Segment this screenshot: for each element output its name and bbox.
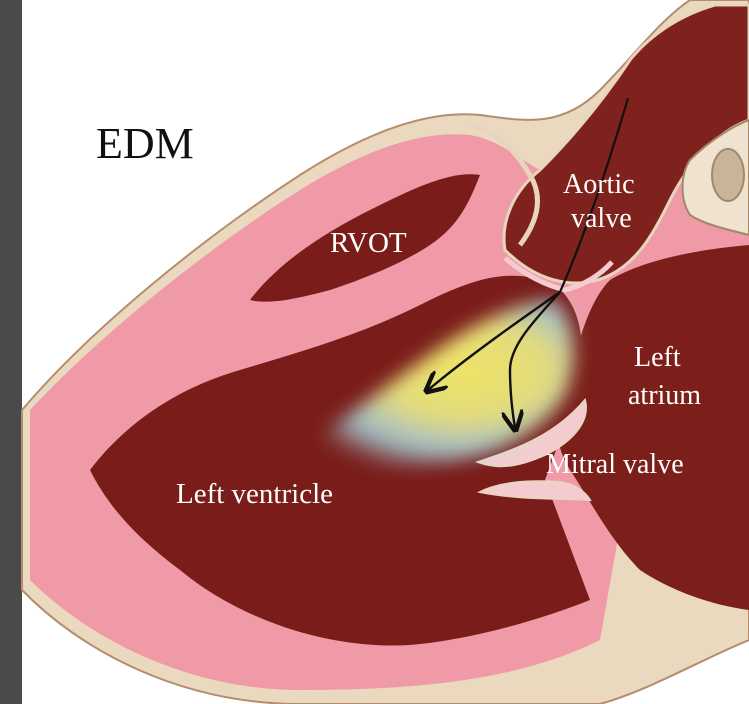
label-left-atrium-line2: atrium <box>628 380 701 411</box>
coronary-vessel <box>712 149 744 201</box>
figure-title: EDM <box>96 119 194 168</box>
label-mitral-valve: Mitral valve <box>546 449 684 480</box>
label-aortic-valve-line2: valve <box>571 203 632 234</box>
label-left-ventricle: Left ventricle <box>176 478 333 510</box>
left-frame-strip <box>0 0 22 704</box>
label-left-atrium-line1: Left <box>634 342 681 373</box>
label-aortic-valve-line1: Aortic <box>563 169 635 200</box>
label-rvot: RVOT <box>330 227 407 259</box>
